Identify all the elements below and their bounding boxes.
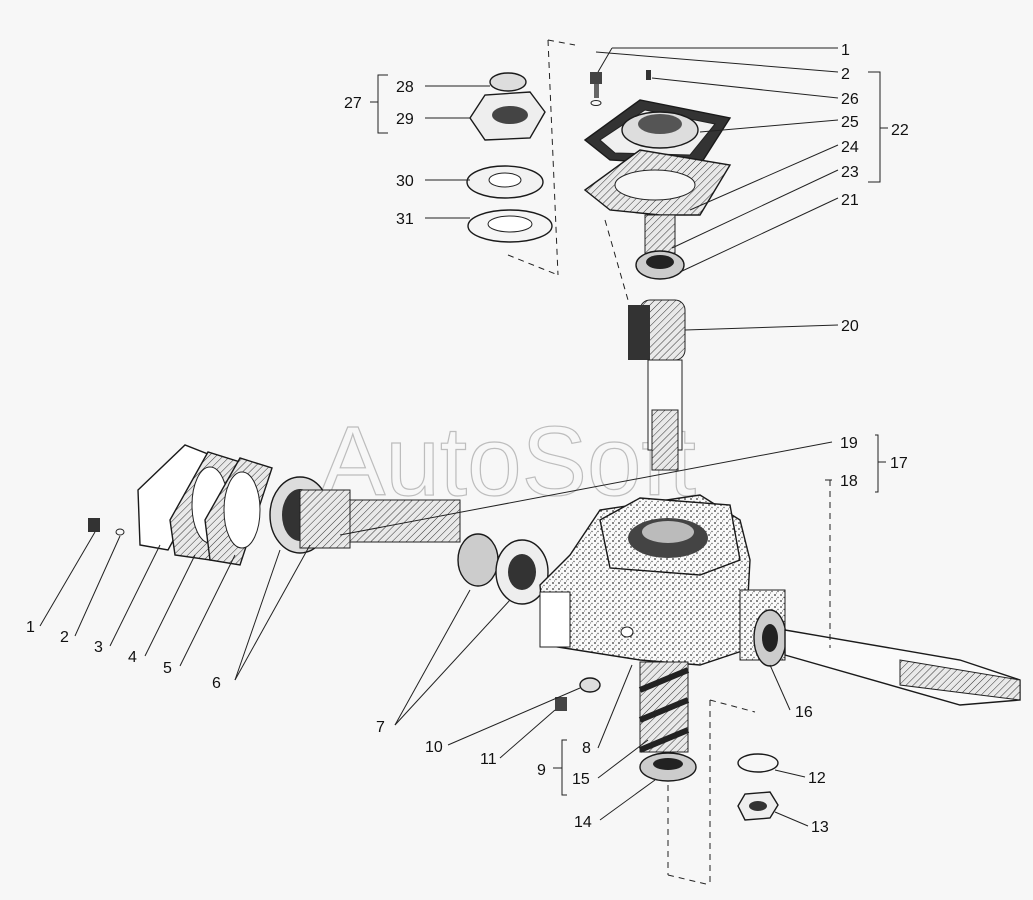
callout-labels: 1 2 26 25 22 24 23 21 20 27 28 29 30 31 … <box>26 42 909 836</box>
snap-ring-12 <box>737 753 779 773</box>
callout-label: 27 <box>344 95 362 112</box>
callout-label: 24 <box>841 139 859 156</box>
cap-28 <box>489 72 527 92</box>
leader-lines <box>39 47 888 827</box>
callout-label: 5 <box>163 660 172 677</box>
bearing-rollers-6 <box>299 489 351 549</box>
callout-label: 15 <box>572 771 590 788</box>
callout-label: 13 <box>811 819 829 836</box>
top-bolt <box>590 72 602 84</box>
callout-label: 12 <box>808 770 826 787</box>
callout-label: 18 <box>840 473 858 490</box>
callout-label: 22 <box>891 122 909 139</box>
callout-label: 9 <box>537 762 546 779</box>
callout-label: 23 <box>841 164 859 181</box>
callout-label: 19 <box>840 435 858 452</box>
left-cover-assembly <box>88 444 549 605</box>
callout-label: 20 <box>841 318 859 335</box>
callout-label: 14 <box>574 814 592 831</box>
callout-label: 25 <box>841 114 859 131</box>
callout-label: 21 <box>841 192 859 209</box>
sector-shaft-assembly <box>555 661 697 782</box>
callout-label: 1 <box>841 42 850 59</box>
right-small-parts <box>737 753 779 821</box>
plug-10 <box>579 677 601 693</box>
assembly-axis-lines <box>507 39 831 886</box>
bearing-cone-7 <box>457 533 499 587</box>
washer-2 <box>115 528 125 536</box>
callout-label: 26 <box>841 91 859 108</box>
callout-label: 2 <box>60 629 69 646</box>
callout-label: 4 <box>128 649 137 666</box>
callout-label: 16 <box>795 704 813 721</box>
callout-label: 8 <box>582 740 591 757</box>
worm-shaft-assembly <box>628 214 686 471</box>
callout-label: 1 <box>26 619 35 636</box>
callout-label: 30 <box>396 173 414 190</box>
callout-label: 17 <box>890 455 908 472</box>
callout-label: 31 <box>396 211 414 228</box>
worm-7 <box>349 499 461 543</box>
gearbox-housing <box>539 494 787 667</box>
output-shaft-18 <box>784 629 1021 706</box>
callout-label: 2 <box>841 66 850 83</box>
callout-label: 10 <box>425 739 443 756</box>
nut-washer-group <box>466 72 553 243</box>
callout-label: 11 <box>480 751 497 768</box>
bolt-1 <box>88 518 100 532</box>
top-cover-assembly <box>583 70 732 216</box>
top-pin <box>646 70 651 80</box>
callout-label: 7 <box>376 719 385 736</box>
plug-11 <box>555 697 567 711</box>
watermark-text: AutoSoft <box>320 406 696 516</box>
callout-label: 28 <box>396 79 414 96</box>
callout-label: 3 <box>94 639 103 656</box>
callout-label: 29 <box>396 111 414 128</box>
callout-label: 6 <box>212 675 221 692</box>
